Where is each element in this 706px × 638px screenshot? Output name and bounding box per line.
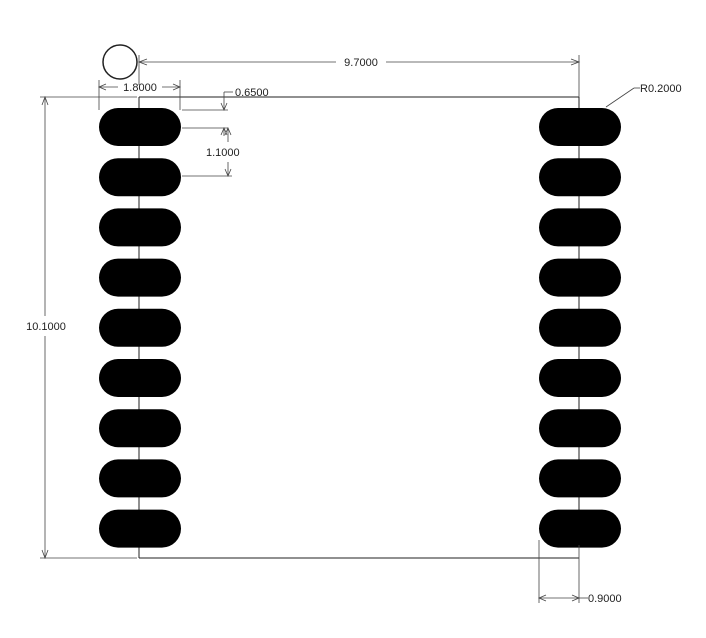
- pad-pitch-label: 1.1000: [206, 147, 240, 159]
- package-outline: [138, 96, 580, 559]
- pad-right-3: [539, 208, 621, 247]
- overall-height-label: 10.1000: [26, 321, 66, 333]
- dimension-overall-height: 10.1000: [26, 95, 137, 560]
- dimension-corner-radius: R0.2000: [605, 83, 682, 108]
- pad-left-7: [99, 409, 181, 448]
- pin1-marker: [102, 44, 138, 80]
- pad-left-2: [99, 158, 181, 197]
- corner-radius-label: R0.2000: [640, 83, 682, 95]
- pad-left-9: [99, 509, 181, 548]
- pad-left-6: [99, 359, 181, 397]
- pad-right-8: [539, 459, 621, 498]
- pad-right-5: [539, 308, 621, 347]
- pad-width-label: 0.6500: [235, 87, 269, 99]
- pad-right-2: [539, 158, 621, 197]
- pad-right-6: [539, 359, 621, 397]
- pad-left-1: [99, 108, 181, 146]
- pad-right-4: [539, 258, 621, 297]
- pad-length-label: 1.8000: [123, 82, 157, 94]
- pad-right-7: [539, 409, 621, 448]
- dimension-pad-width: 0.6500: [182, 87, 269, 136]
- dimension-pad-pitch: 1.1000: [182, 126, 240, 178]
- pad-left-8: [99, 459, 181, 498]
- pad-offset-label: 0.9000: [588, 593, 622, 605]
- pads-left: [99, 108, 181, 548]
- dimension-pad-length: 1.8000: [97, 80, 182, 110]
- dimension-pad-offset: 0.9000: [537, 540, 622, 605]
- pad-right-1: [539, 108, 621, 146]
- overall-width-label: 9.7000: [344, 57, 378, 69]
- pads-right: [539, 108, 621, 548]
- pad-right-9: [539, 509, 621, 548]
- pad-left-5: [99, 308, 181, 347]
- dimension-overall-width: 9.7000: [137, 55, 581, 97]
- pad-left-4: [99, 258, 181, 297]
- pad-left-3: [99, 208, 181, 247]
